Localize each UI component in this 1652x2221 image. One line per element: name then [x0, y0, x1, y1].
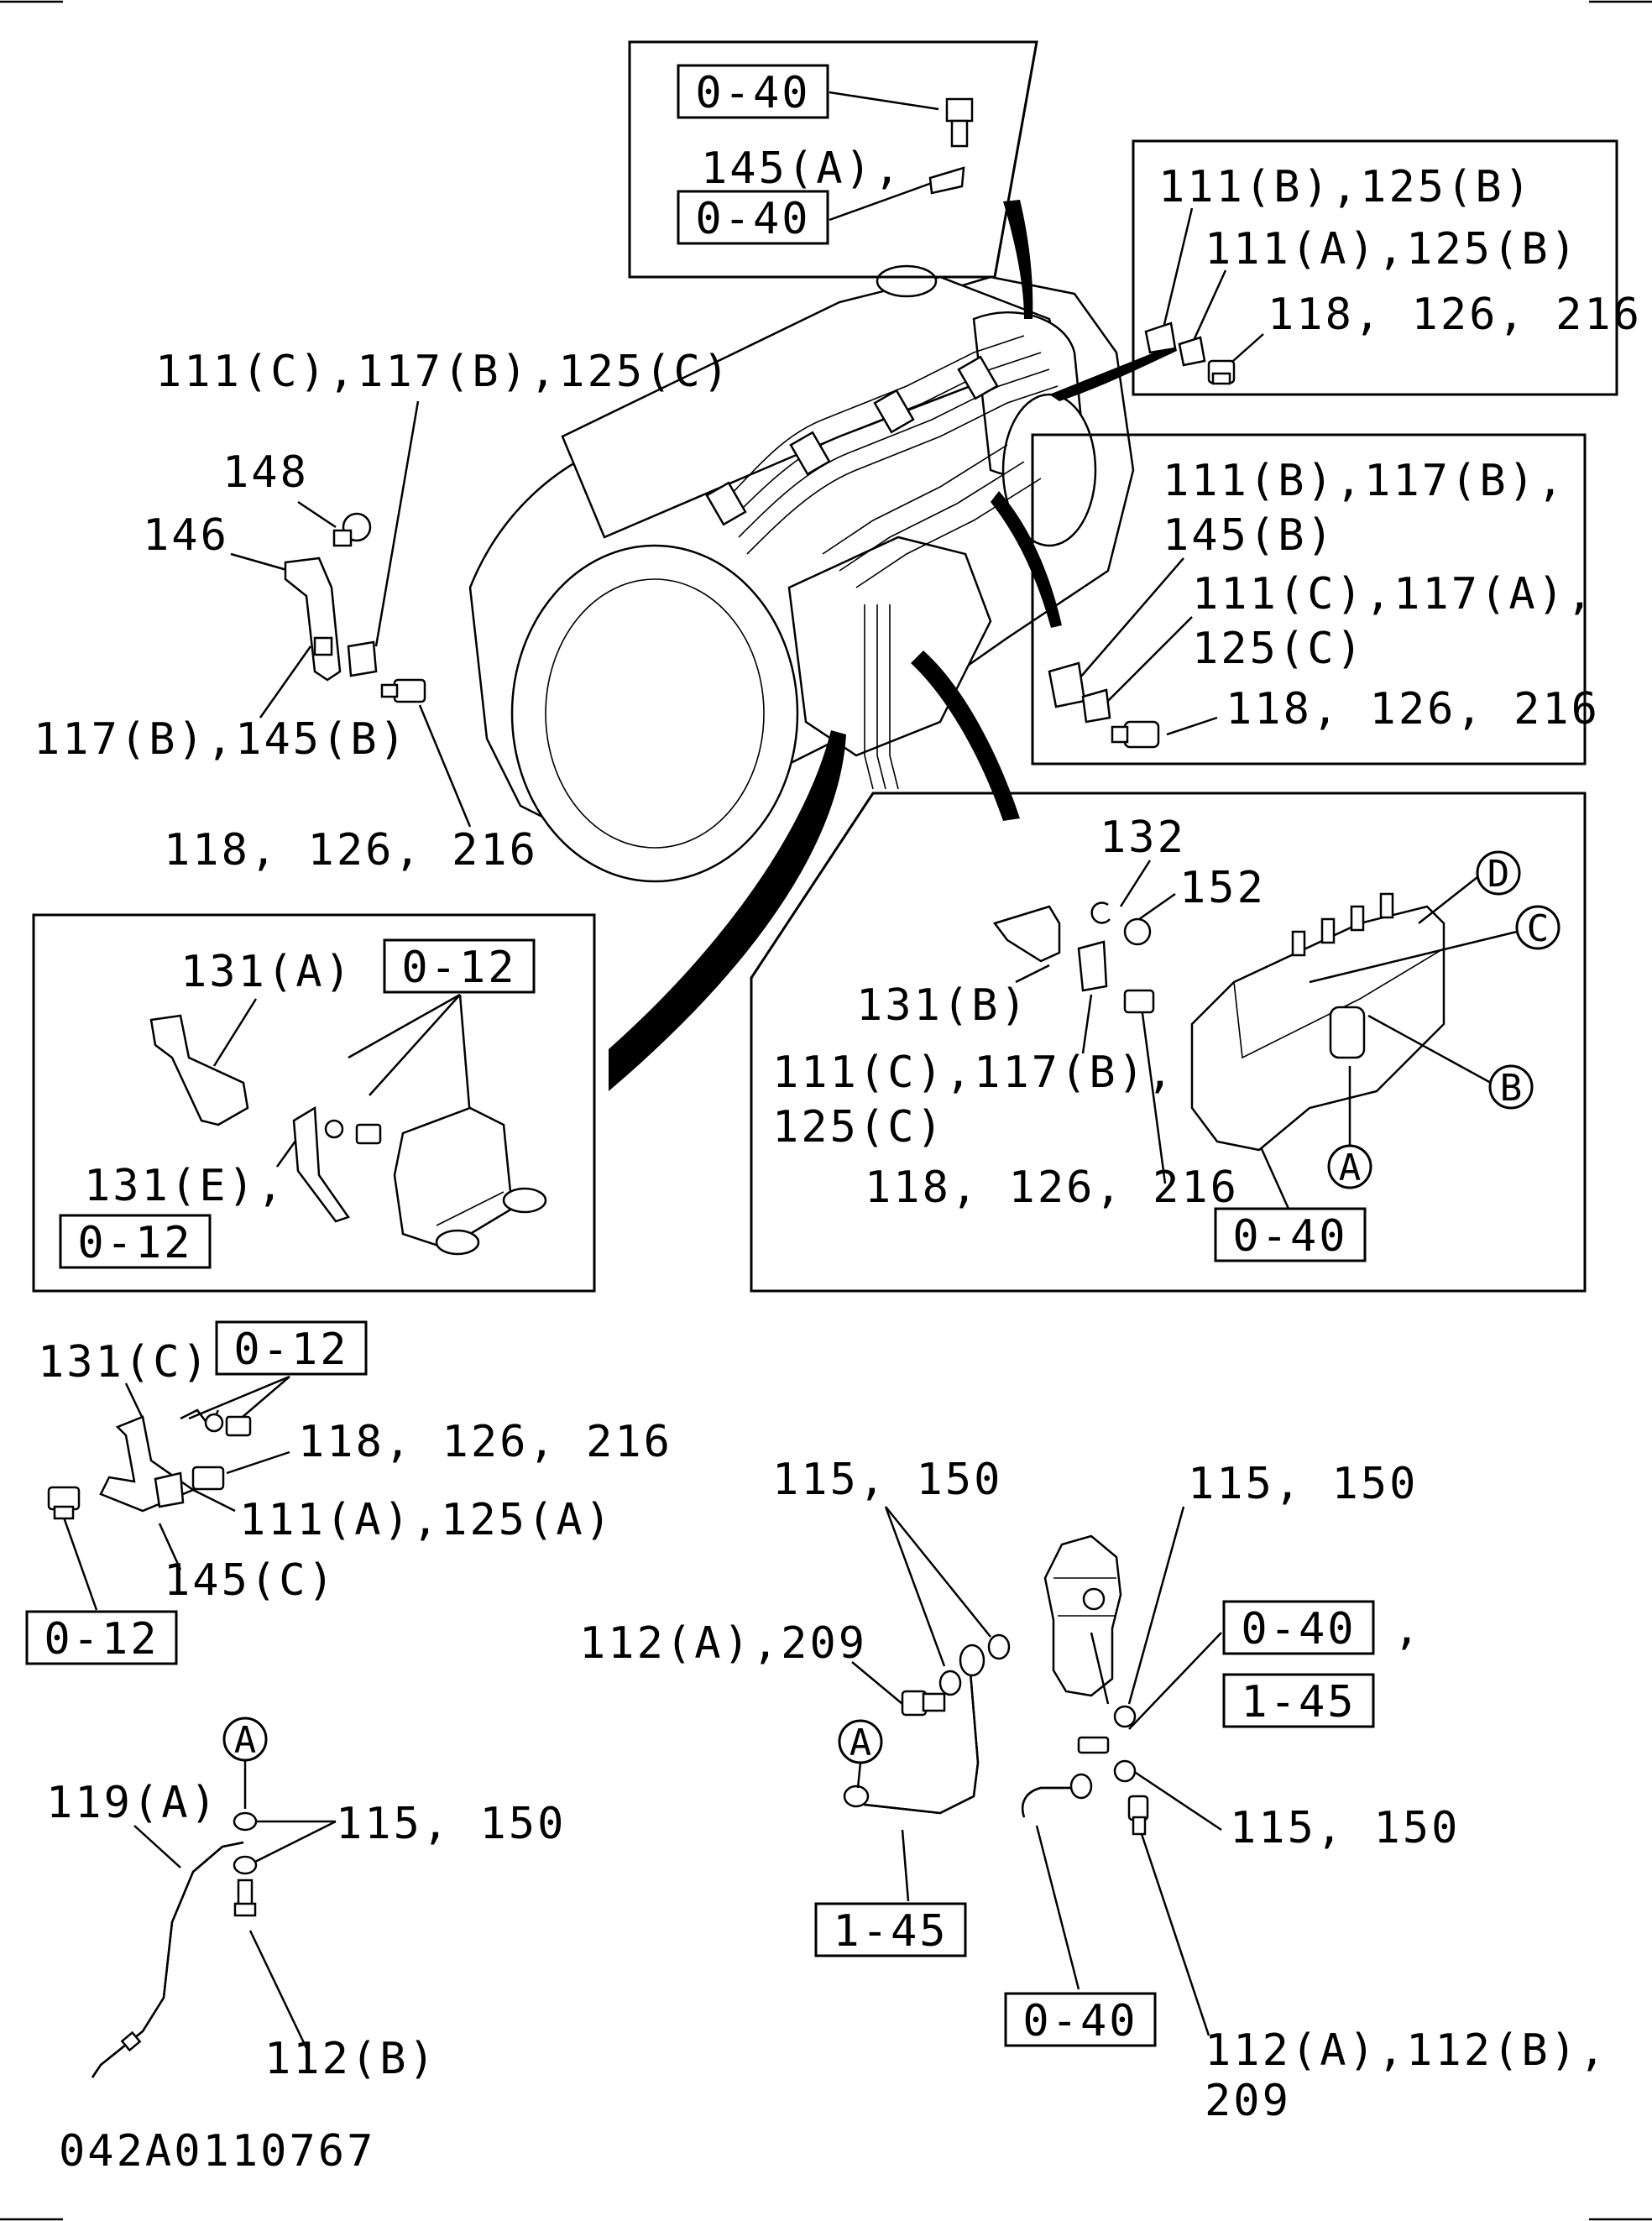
part-label: 112(B)	[264, 2034, 437, 2084]
part-label: 117(B),145(B)	[34, 714, 408, 765]
part-label: 111(A),125(B)	[1205, 224, 1579, 274]
pointer-wedges	[609, 200, 1177, 1091]
bracket-131c-group: 131(C) 0-12 118, 126, 216 111(A),125(A) …	[25, 1320, 672, 1665]
ref-box-label: 0-12	[77, 1218, 192, 1268]
ref-box-label: 0-40	[1022, 1996, 1137, 2046]
part-label: 111(B),117(B),	[1163, 456, 1566, 506]
part-label: 111(C),117(A),	[1192, 569, 1595, 619]
part-label: 209	[1205, 2076, 1291, 2126]
callout-letter: D	[1487, 853, 1510, 896]
punctuation: ,	[1393, 1604, 1422, 1654]
pump-inset-panel: 132 152 131(B) 111(C),117(B), 125(C) 118…	[750, 792, 1587, 1293]
ref-box-label: 0-40	[695, 68, 810, 118]
top-inset-panel: 0-40 145(A), 0-40	[628, 40, 1038, 279]
part-label: 145(B)	[1163, 510, 1336, 561]
part-label: 131(E),	[84, 1161, 285, 1211]
diagram-id: 042A0110767	[59, 2126, 375, 2177]
part-label: 112(A),112(B),	[1205, 2025, 1608, 2076]
left-inset-panel: 131(A) 0-12 131(E), 0-12	[32, 913, 596, 1293]
part-label: 148	[222, 447, 309, 498]
part-label: 131(C)	[38, 1337, 211, 1387]
part-label: 112(A),209	[579, 1618, 867, 1669]
ref-box-label: 0-40	[1232, 1211, 1347, 1262]
ref-box-label: 0-12	[401, 943, 516, 993]
part-label: 118, 126, 216	[865, 1163, 1239, 1213]
part-label: 119(A)	[46, 1778, 219, 1828]
part-label: 118, 126, 216	[298, 1417, 672, 1467]
ref-box-label: 0-12	[233, 1325, 348, 1375]
part-label: 125(C)	[1192, 624, 1365, 674]
ref-box-label: 1-45	[833, 1906, 948, 1957]
callout-letter: A	[850, 1722, 872, 1764]
part-label: 118, 126, 216	[1268, 290, 1642, 340]
callout-letter: C	[1527, 907, 1550, 950]
fuel-filter-group: 115, 150 115, 150 112(A),209 0-40 , 1-45…	[579, 1455, 1608, 2126]
part-label: 115, 150	[1230, 1803, 1460, 1853]
part-label: 115, 150	[772, 1455, 1002, 1505]
injection-pipes	[705, 335, 1059, 790]
part-label: 118, 126, 216	[164, 825, 538, 875]
part-label: 125(C)	[772, 1102, 945, 1152]
part-label: 111(B),125(B)	[1158, 162, 1533, 212]
part-label: 111(A),125(A)	[239, 1495, 614, 1545]
callout-letter: A	[1339, 1147, 1362, 1189]
part-label: 115, 150	[336, 1799, 566, 1849]
part-label: 111(C),117(B),125(C)	[155, 347, 731, 397]
ref-box-label: 0-12	[44, 1614, 159, 1664]
part-label: 131(A)	[180, 947, 353, 997]
mid-right-inset-panel: 111(B),117(B), 145(B) 111(C),117(A), 125…	[1031, 433, 1600, 766]
part-label: 145(A),	[701, 144, 902, 194]
part-label: 111(C),117(B),	[772, 1048, 1175, 1098]
part-label: 118, 126, 216	[1226, 684, 1600, 734]
part-label: 132	[1100, 813, 1186, 863]
top-right-inset-panel: 111(B),125(B) 111(A),125(B) 118, 126, 21…	[1132, 139, 1642, 396]
part-label: 152	[1179, 863, 1266, 913]
part-label: 146	[143, 510, 229, 561]
top-left-callouts: 111(C),117(B),125(C) 148 146 117(B),145(…	[34, 347, 731, 875]
part-label: 145(C)	[164, 1555, 337, 1606]
ref-box-label: 0-40	[1241, 1604, 1356, 1654]
engine-assembly	[468, 264, 1135, 883]
ref-box-label: 1-45	[1241, 1677, 1356, 1727]
part-label: 115, 150	[1188, 1459, 1418, 1509]
part-label: 131(B)	[856, 980, 1029, 1031]
callout-letter: B	[1500, 1067, 1523, 1110]
ref-box-label: 0-40	[695, 194, 810, 244]
callout-letter: A	[234, 1719, 257, 1762]
drain-pipe-group: A 119(A) 115, 150 112(B)	[46, 1717, 566, 2084]
